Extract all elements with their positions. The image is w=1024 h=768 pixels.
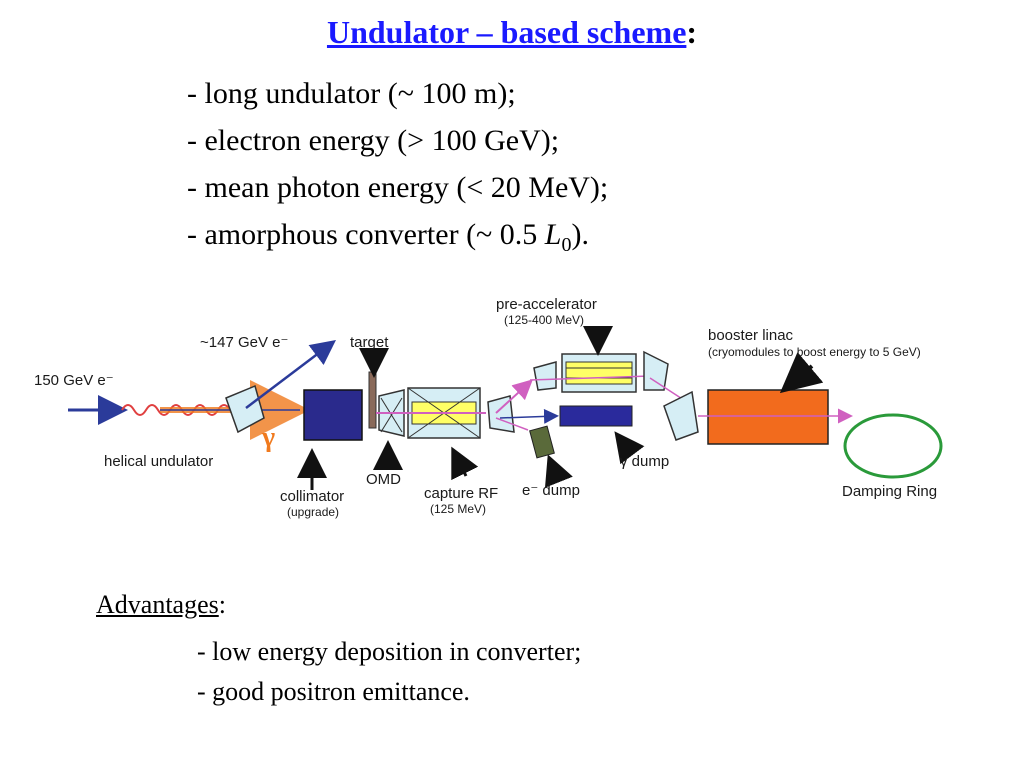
bullet-undulator-length: - long undulator (~ 100 m);: [187, 77, 516, 110]
pre-accelerator-label: pre-accelerator: [496, 296, 597, 313]
scheme-bullets: - long undulator (~ 100 m); - electron e…: [187, 70, 608, 269]
electron-dump-pointer: [544, 454, 573, 488]
photon-dump-label: γ dump: [620, 453, 669, 470]
bullet-converter: - amorphous converter (~ 0.5 L0).: [187, 211, 608, 269]
radiation-length-subscript: 0: [561, 234, 572, 256]
booster-linac-note: (cryomodules to boost energy to 5 GeV): [708, 345, 921, 359]
target: [368, 371, 377, 429]
capture-rf-note: (125 MeV): [430, 502, 486, 516]
damping-ring: [843, 413, 943, 479]
pre-acc-dipole-left: [533, 361, 557, 391]
title-link[interactable]: Undulator – based scheme: [326, 14, 687, 50]
omd-label: OMD: [366, 471, 401, 488]
spent-beam-arrow: [245, 339, 336, 409]
advantage-item: - good positron emittance.: [197, 677, 470, 706]
pre-acc-dipole-right: [643, 350, 669, 391]
collimator-label: collimator: [280, 488, 344, 505]
pre-accelerator-note: (125-400 MeV): [504, 313, 584, 327]
bullet-photon-energy: - mean photon energy (< 20 MeV);: [187, 171, 609, 204]
advantages-colon: :: [218, 590, 226, 619]
capture-rf-label: capture RF: [424, 485, 498, 502]
advantages-list: - low energy deposition in converter; - …: [197, 632, 581, 712]
bullet-converter-suffix: ).: [571, 218, 589, 251]
helical-undulator-label: helical undulator: [104, 453, 213, 470]
photon-dump: [559, 405, 633, 427]
advantages-title: Advantages: [96, 590, 219, 619]
spent-beam-label: ~147 GeV e⁻: [200, 334, 288, 351]
bullet-electron-energy: - electron energy (> 100 GeV);: [187, 124, 560, 157]
chicane-dipole: [225, 384, 265, 434]
gamma-symbol: γ: [261, 422, 275, 453]
booster-entry-dipole: [663, 390, 699, 441]
booster-linac-label: booster linac: [708, 327, 794, 344]
electron-dump: [529, 425, 555, 459]
collimator-note: (upgrade): [287, 505, 339, 519]
advantage-item: - low energy deposition in converter;: [197, 637, 582, 666]
radiation-length-symbol: L: [544, 218, 562, 251]
advantages-heading: Advantages:: [96, 590, 226, 620]
collimator: [303, 389, 363, 441]
electron-dump-label: e⁻ dump: [522, 482, 580, 499]
beam-in-label: 150 GeV e⁻: [34, 372, 114, 389]
positron-beam-preacc: [529, 375, 651, 381]
slide-title: Undulator – based scheme:: [0, 14, 1024, 51]
booster-linac-pointer: [779, 352, 824, 394]
bullet-converter-prefix: - amorphous converter (~ 0.5: [187, 218, 545, 251]
target-label: target: [350, 334, 389, 351]
capture-rf-pointer: [451, 446, 479, 481]
damping-ring-label: Damping Ring: [842, 483, 937, 500]
photon-dump-pointer: [614, 431, 645, 465]
booster-linac: [707, 389, 829, 445]
title-colon: :: [686, 14, 698, 50]
